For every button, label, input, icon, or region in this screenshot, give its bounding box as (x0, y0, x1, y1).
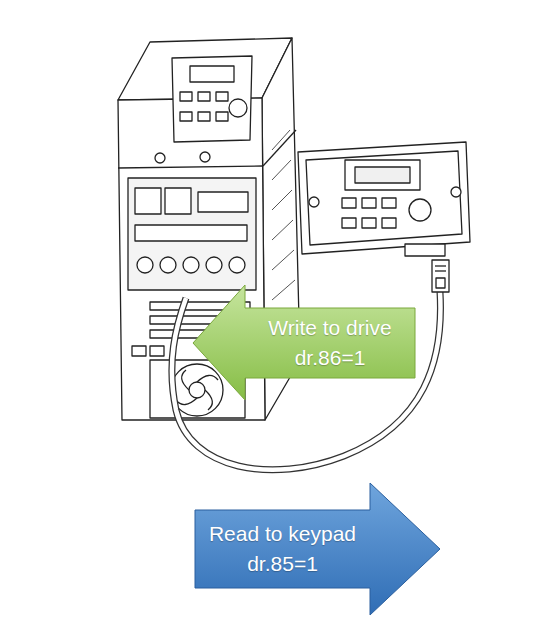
arrow-shape (193, 285, 415, 400)
vent-slot (150, 346, 164, 356)
terminal-block (198, 192, 248, 212)
keypad-button (362, 198, 376, 208)
keypad-knob (409, 199, 431, 221)
arrow-shape (195, 483, 440, 615)
write-arrow: Write to drivedr.86=1 (193, 285, 415, 400)
terminal-screw (229, 257, 245, 273)
remote-display-window (355, 167, 410, 183)
terminal-screw (160, 257, 176, 273)
vent-slot (272, 220, 293, 240)
terminal-block (165, 188, 191, 214)
vent-slot (272, 130, 290, 150)
remote-display (345, 160, 420, 190)
vent-slot (272, 190, 292, 210)
arrow-outline (195, 483, 440, 615)
arrow-caption: Read to keypad (209, 519, 356, 549)
keypad-button (216, 92, 228, 101)
keypad-display (190, 66, 234, 82)
plug-latch (436, 278, 445, 288)
plug-contact (435, 270, 446, 271)
keypad-button (342, 218, 356, 228)
fan-hub (189, 382, 205, 398)
terminal-screw (206, 257, 222, 273)
screw (200, 152, 210, 162)
keypad-button (216, 112, 228, 121)
keypad-connector (405, 244, 445, 256)
vent-slot (272, 160, 291, 180)
keypad-button (198, 112, 210, 121)
screw (155, 153, 165, 163)
remote-keypad (298, 142, 470, 254)
arrow-caption: Write to drive (268, 313, 391, 343)
terminal-strip (135, 225, 247, 241)
keypad-button (382, 218, 396, 228)
keypad-button (180, 92, 192, 101)
arrow-label: Read to keypaddr.85=1 (195, 510, 370, 588)
terminal-screw (137, 257, 153, 273)
vent-slot (272, 280, 295, 300)
keypad-button (342, 198, 356, 208)
parameter-setting: dr.86=1 (295, 343, 366, 373)
plug-contact (435, 265, 446, 266)
drive-keypad (172, 56, 252, 142)
keypad-button (180, 112, 192, 121)
terminal-area (128, 178, 256, 290)
fan-blade (176, 370, 218, 410)
cover-edge (118, 166, 263, 168)
parameter-setting: dr.85=1 (247, 549, 318, 579)
remote-keypad-frame (306, 151, 462, 245)
keypad-button (362, 218, 376, 228)
rj45-plug (432, 260, 449, 292)
screw (309, 197, 319, 207)
arrow-label: Write to drivedr.86=1 (245, 308, 415, 378)
terminal-block (135, 188, 161, 214)
vent-slot (132, 346, 146, 356)
keypad-button (198, 92, 210, 101)
screw (451, 187, 461, 197)
vent-slot (272, 250, 294, 270)
keypad-knob (229, 99, 247, 117)
arrow-outline (193, 285, 415, 400)
keypad-button (382, 198, 396, 208)
terminal-screw (183, 257, 199, 273)
read-arrow: Read to keypaddr.85=1 (195, 483, 440, 615)
